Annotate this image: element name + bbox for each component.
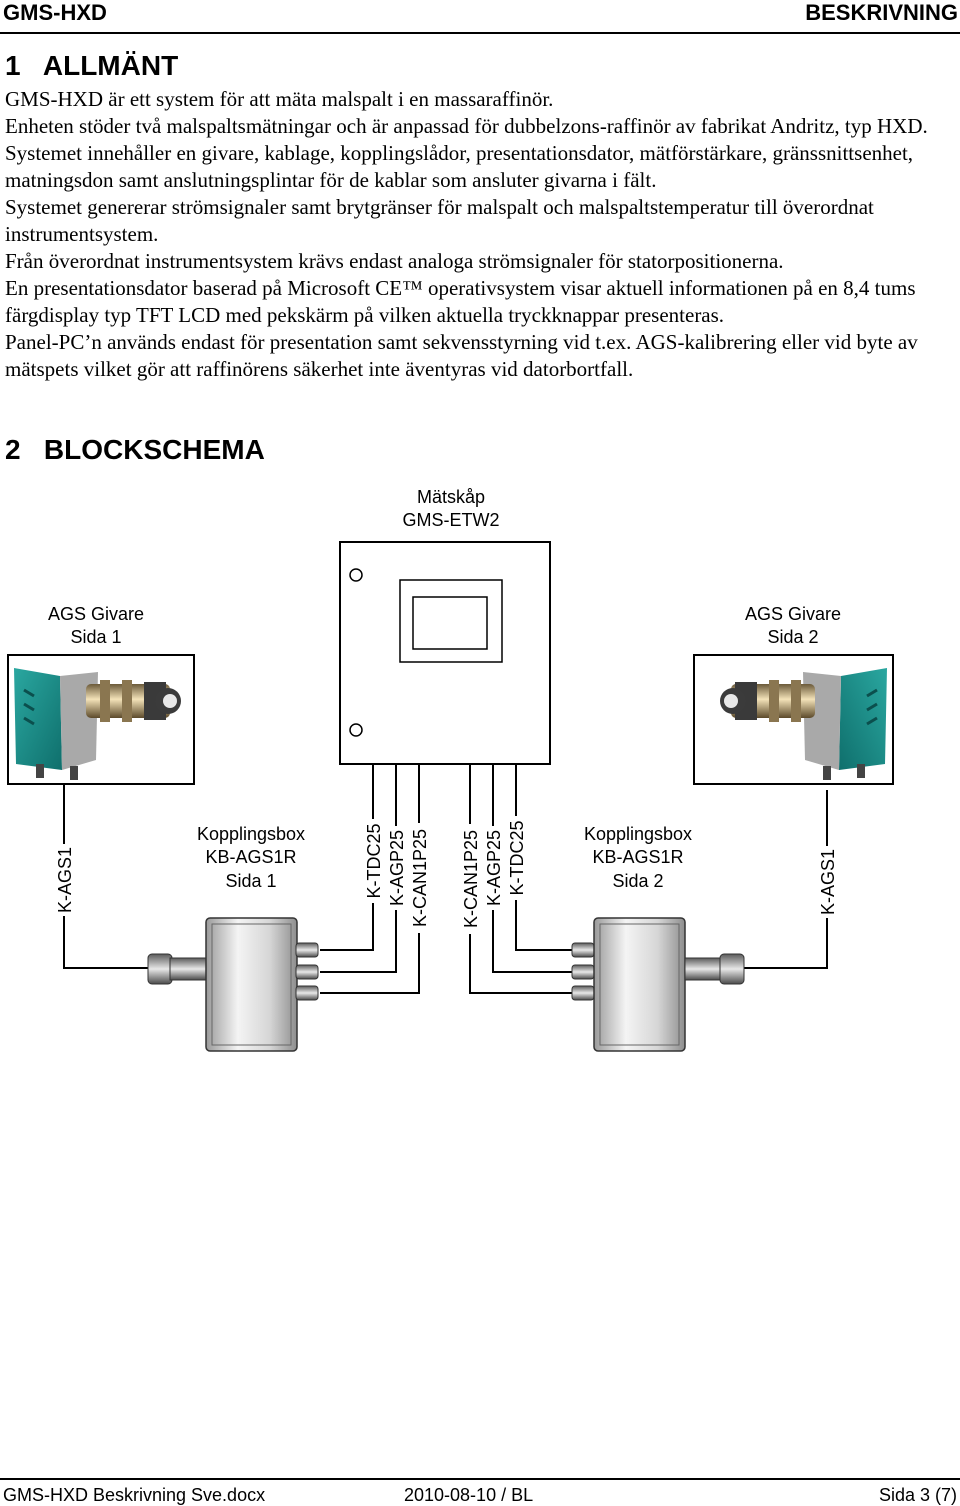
cable-label-left-tdc: K-TDC25	[364, 823, 384, 898]
cabinet-screw-icon	[349, 568, 363, 582]
box-right-side: Sida 2	[612, 871, 663, 891]
footer-date: 2010-08-10 / BL	[404, 1485, 534, 1505]
cable-left-agp	[320, 764, 397, 973]
paragraph: Enheten stöder två malspaltsmätningar oc…	[5, 114, 928, 138]
cabinet-display-screen-icon	[412, 596, 488, 650]
connector-icon	[295, 985, 319, 1001]
box-left-side: Sida 1	[225, 871, 276, 891]
cabinet-label-model: GMS-ETW2	[403, 510, 500, 530]
connector-icon	[684, 957, 722, 981]
connector-icon	[719, 953, 745, 985]
cabinet: Mätskåp GMS-ETW2	[339, 487, 551, 765]
paragraph: Panel-PC’n används endast för presentati…	[5, 330, 918, 381]
box-left-label: Kopplingsbox	[197, 824, 305, 844]
cable-k-ags1-left	[63, 784, 150, 969]
cable-label-right-tdc: K-TDC25	[507, 820, 527, 895]
cabinet-label-name: Mätskåp	[417, 487, 485, 507]
ags-sensor-icon	[14, 668, 181, 780]
footer-page-number: Sida 3 (7)	[878, 1485, 957, 1505]
cable-right-tdc	[515, 764, 590, 951]
sensor-left-side: Sida 1	[70, 627, 121, 647]
cable-label-right-can: K-CAN1P25	[461, 830, 481, 928]
connector-icon	[571, 985, 595, 1001]
paragraph: GMS-HXD är ett system för att mäta malsp…	[5, 87, 554, 111]
cable-label-left-can: K-CAN1P25	[410, 829, 430, 927]
paragraph: Från överordnat instrumentsystem krävs e…	[5, 249, 784, 273]
cable-label-k-ags1-right: K-AGS1	[818, 849, 838, 915]
sensor-left: AGS Givare Sida 1	[7, 604, 195, 785]
block-diagram: Mätskåp GMS-ETW2 AGS Givare Sida 1 AGS G…	[7, 487, 894, 1052]
page-header: GMS-HXD BESKRIVNING	[0, 0, 960, 34]
header-doc-type: BESKRIVNING	[805, 0, 958, 25]
cable-k-ags1-right	[742, 790, 828, 969]
section-1-heading: 1 ALLMÄNT	[5, 50, 179, 81]
coupling-box-body	[205, 917, 298, 1052]
box-left-model: KB-AGS1R	[205, 847, 296, 867]
cable-label-right-agp: K-AGP25	[484, 830, 504, 906]
cable-labels: K-AGS1 K-AGS1 K-TDC25 K-AGP25 K-CAN1P25 …	[53, 816, 838, 934]
coupling-box-body	[593, 917, 686, 1052]
box-right-model: KB-AGS1R	[592, 847, 683, 867]
connector-icon	[295, 964, 319, 980]
header-doc-id: GMS-HXD	[3, 0, 107, 25]
sensor-right-side: Sida 2	[767, 627, 818, 647]
connector-icon	[571, 942, 595, 958]
box-right-label: Kopplingsbox	[584, 824, 692, 844]
cable-label-left-agp: K-AGP25	[387, 830, 407, 906]
connector-icon	[169, 957, 207, 981]
sensor-right-label: AGS Givare	[745, 604, 841, 624]
connector-icon	[571, 964, 595, 980]
section-1-body: GMS-HXD är ett system för att mäta malsp…	[5, 86, 957, 383]
sensor-left-label: AGS Givare	[48, 604, 144, 624]
footer-filename: GMS-HXD Beskrivning Sve.docx	[3, 1485, 266, 1505]
coupling-box-left: Kopplingsbox KB-AGS1R Sida 1	[147, 824, 319, 1052]
cable-label-k-ags1-left: K-AGS1	[55, 847, 75, 913]
paragraph: En presentationsdator baserad på Microso…	[5, 276, 916, 327]
connector-icon	[147, 953, 173, 985]
page-footer: GMS-HXD Beskrivning Sve.docx 2010-08-10 …	[0, 1478, 960, 1506]
paragraph: Systemet innehåller en givare, kablage, …	[5, 141, 914, 192]
section-2-heading: 2 BLOCKSCHEMA	[5, 434, 265, 465]
ags-sensor-icon	[720, 668, 887, 780]
connector-icon	[295, 942, 319, 958]
paragraph: Systemet genererar strömsignaler samt br…	[5, 195, 874, 246]
sensor-right: AGS Givare Sida 2	[693, 604, 894, 785]
coupling-box-right: Kopplingsbox KB-AGS1R Sida 2	[571, 824, 745, 1052]
cabinet-screw-icon	[349, 723, 363, 737]
